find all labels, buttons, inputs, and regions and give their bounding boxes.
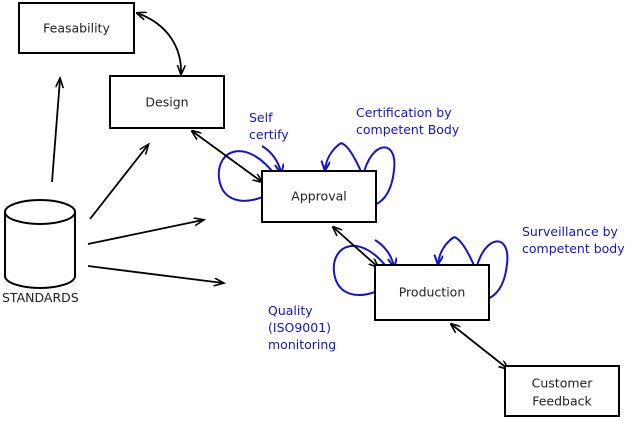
- annotation-quality-line3: monitoring: [268, 337, 336, 352]
- annotation-surveillance-line2: competent body: [522, 241, 625, 256]
- arrow-standards-approval: [87, 220, 203, 245]
- arrow-design-approval: [192, 131, 262, 182]
- annotation-quality-line1: Quality: [268, 303, 313, 318]
- annotation-certification-competent-body: Certification by competent Body: [356, 105, 460, 137]
- annotation-certification-line1: Certification by: [356, 105, 452, 120]
- node-label-customer-feedback-line2: Feedback: [532, 394, 592, 409]
- node-label-approval: Approval: [291, 189, 346, 204]
- node-label-production: Production: [399, 285, 466, 300]
- annotation-self-certify-line1: Self: [249, 110, 273, 125]
- arrow-approval-production: [333, 227, 378, 267]
- node-design[interactable]: Design: [109, 75, 225, 129]
- arrow-standards-production: [87, 265, 223, 283]
- node-customer-feedback[interactable]: Customer Feedback: [504, 365, 620, 417]
- node-label-feasability: Feasability: [43, 21, 110, 36]
- datastore-label-standards: STANDARDS: [2, 290, 79, 305]
- node-label-customer-feedback-line1: Customer: [532, 376, 594, 391]
- arrow-production-customer-feedback: [451, 324, 508, 369]
- arrow-standards-feasability: [51, 79, 60, 183]
- annotation-surveillance-line1: Surveillance by: [522, 224, 619, 239]
- annotation-self-certify: Self certify: [249, 110, 289, 142]
- datastore-standards[interactable]: STANDARDS: [2, 199, 79, 305]
- annotation-certification-line2: competent Body: [356, 122, 460, 137]
- annotation-quality-line2: (ISO9001): [268, 320, 331, 335]
- annotation-quality-monitoring: Quality (ISO9001) monitoring: [268, 303, 336, 352]
- node-feasability[interactable]: Feasability: [18, 2, 135, 54]
- node-approval[interactable]: Approval: [261, 170, 377, 223]
- node-label-design: Design: [145, 95, 188, 110]
- annotation-surveillance-competent-body: Surveillance by competent body: [522, 224, 625, 256]
- annotation-self-certify-line2: certify: [249, 127, 289, 142]
- arrow-feasability-design: [137, 13, 181, 74]
- arrow-standards-design: [89, 145, 148, 220]
- node-production[interactable]: Production: [374, 264, 490, 321]
